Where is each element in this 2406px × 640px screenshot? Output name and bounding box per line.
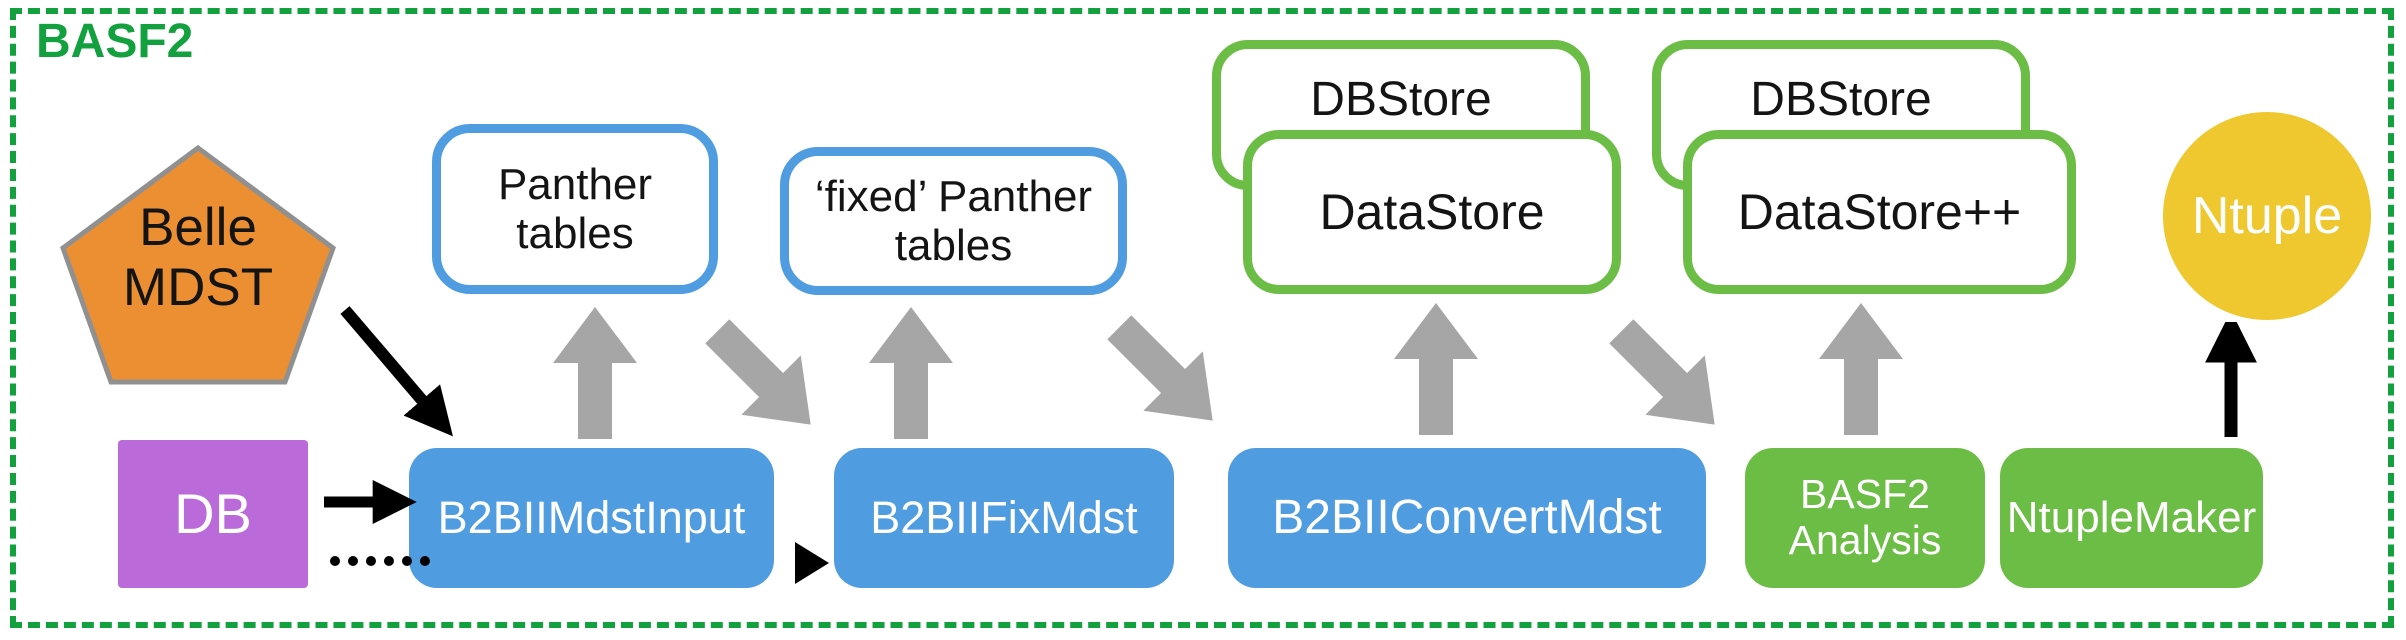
b2bii-mdst-input-label: B2BIIMdstInput <box>437 491 746 543</box>
b2bii-fix-mdst-label: B2BIIFixMdst <box>870 491 1138 543</box>
b2bii-fix-mdst-module: B2BIIFixMdst <box>834 448 1174 588</box>
up-arrow-icon-fixmdst-to-fixed-panther <box>869 307 953 439</box>
arrow-head <box>1394 303 1478 359</box>
arrow-shaft <box>578 359 612 439</box>
belle-mdst-pentagon <box>60 144 336 385</box>
arrow-shaft <box>894 359 928 439</box>
ntuple-label: Ntuple <box>2191 186 2343 245</box>
arrow-head <box>869 307 953 363</box>
fixed-panther-tables-line2: tables <box>894 221 1013 270</box>
datastore-label: DataStore <box>1319 184 1545 240</box>
basf2-analysis-line1: BASF2 <box>1800 471 1930 518</box>
fixed-panther-tables-node: ‘fixed’ Panther tables <box>780 147 1127 295</box>
basf2-analysis-module: BASF2 Analysis <box>1745 448 1985 588</box>
dotted-line-icon <box>330 556 430 566</box>
frame-title: BASF2 <box>36 15 194 68</box>
fixed-panther-tables-line1: ‘fixed’ Panther <box>814 171 1093 221</box>
arrow-shaft <box>1107 315 1188 396</box>
basf2-analysis-line2: Analysis <box>1788 517 1942 563</box>
belle-mdst-line2: MDST <box>122 257 274 317</box>
arrow-icon-db-to-mdstinput <box>324 480 417 524</box>
panther-tables-line1: Panther <box>497 159 653 209</box>
basf2-frame-border <box>10 8 2394 628</box>
b2bii-convert-mdst-label: B2BIIConvertMdst <box>1272 491 1662 545</box>
arrow-shaft <box>1609 319 1690 400</box>
datastore-pp-label: DataStore++ <box>1737 184 2022 240</box>
up-arrow-icon-mdstinput-to-panther <box>553 307 637 439</box>
ntuple-maker-module: NtupleMaker <box>2000 448 2263 588</box>
arrow-shaft <box>705 319 786 400</box>
datastore-node: DataStore <box>1243 130 1621 294</box>
arrow-icon-ntuplemaker-to-ntuple <box>2205 322 2257 437</box>
datastore-pp-node: DataStore++ <box>1683 130 2076 294</box>
b2bii-mdst-input-module: B2BIIMdstInput <box>409 448 774 588</box>
db-node: DB <box>118 440 308 588</box>
db-label: DB <box>174 481 252 545</box>
ntuple-node: Ntuple <box>2163 112 2371 320</box>
ntuple-maker-label: NtupleMaker <box>2006 493 2257 543</box>
arrow-shaft <box>1844 355 1878 435</box>
up-arrow-icon-analysis-to-datastorepp <box>1819 303 1903 435</box>
panther-tables-node: Panther tables <box>432 124 718 294</box>
up-arrow-icon-convertmdst-to-datastore <box>1394 303 1478 435</box>
dbstore-left-label: DBStore <box>1310 73 1492 126</box>
b2bii-convert-mdst-module: B2BIIConvertMdst <box>1228 448 1706 588</box>
belle-mdst-label: Belle MDST <box>69 198 327 318</box>
arrow-shaft <box>1419 355 1453 435</box>
arrow-head <box>553 307 637 363</box>
panther-tables-line2: tables <box>516 209 634 258</box>
small-arrowhead-icon <box>795 542 829 584</box>
belle-mdst-line1: Belle <box>139 198 257 257</box>
arrow-head <box>1819 303 1903 359</box>
arrow-icon-belle-mdst-to-mdstinput <box>340 306 453 437</box>
dbstore-right-label: DBStore <box>1750 73 1932 126</box>
